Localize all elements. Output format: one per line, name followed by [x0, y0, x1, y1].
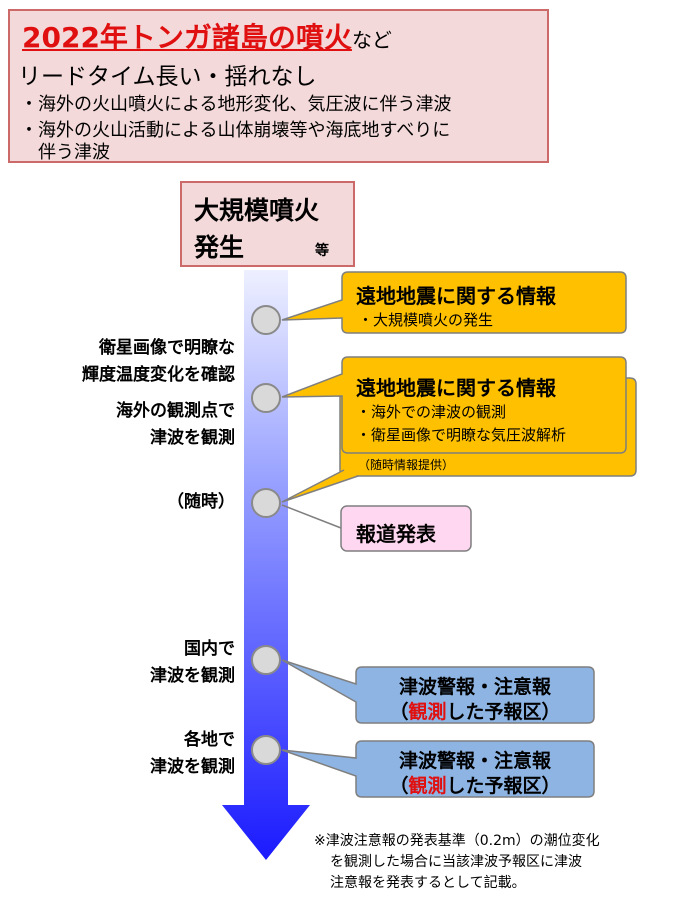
eruption-line1: 大規模噴火 — [194, 196, 320, 225]
tsunami-box1-line1: 津波警報・注意報 — [398, 676, 551, 698]
timeline-arrow — [222, 270, 310, 860]
timeline-node-1 — [251, 305, 281, 335]
info-box2-front — [281, 356, 627, 454]
tsunami-box2 — [281, 740, 595, 798]
press-box — [340, 505, 472, 552]
header-bullet-2-line1: ・海外の火山活動による山体崩壊等や海底地すべりに — [20, 120, 451, 141]
timeline-node-3 — [251, 488, 281, 518]
label-satellite-line1: 衛星画像で明瞭な — [99, 338, 235, 358]
info-box2-title: 遠地地震に関する情報 — [356, 376, 556, 400]
label-satellite-line2: 輝度温度変化を確認 — [82, 365, 235, 385]
tsunami-box1-line2: （観測した予報区） — [356, 697, 594, 724]
eruption-suffix: 等 — [315, 243, 329, 259]
tsunami-box1-line2-post: した予報区） — [446, 701, 561, 723]
footnote-line2: を観測した場合に当該津波予報区に津波 — [330, 854, 582, 870]
info-box1 — [281, 271, 627, 334]
label-domestic-line2: 津波を観測 — [150, 666, 235, 686]
tsunami-box2-line1: 津波警報・注意報 — [398, 750, 551, 772]
info-box1-title: 遠地地震に関する情報 — [356, 284, 556, 308]
footnote-line1: ※津波注意報の発表基準（0.2m）の潮位変化 — [314, 833, 600, 849]
label-anytime: （随時） — [167, 492, 235, 512]
tsunami-box2-line2-pre: （ — [389, 775, 409, 797]
tsunami-box2-line2-post: した予報区） — [446, 775, 561, 797]
footnote-line3: 注意報を発表するとして記載。 — [330, 875, 526, 891]
tsunami-box1 — [281, 659, 595, 724]
tsunami-box2-line2-red: 観測 — [408, 775, 447, 797]
eruption-line2: 発生 — [194, 233, 245, 262]
info-box2-item1: ・海外での津波の観測 — [356, 403, 507, 421]
header-title-suffix: など — [351, 28, 392, 52]
label-various-line1: 各地で — [184, 730, 235, 750]
header-subtitle: リードタイム長い・揺れなし — [18, 64, 317, 90]
press-label: 報道発表 — [356, 522, 436, 546]
tsunami-box1-line2-pre: （ — [389, 701, 409, 723]
header-panel — [8, 9, 549, 163]
connector-press — [281, 504, 342, 529]
label-domestic-line1: 国内で — [184, 639, 235, 659]
header-bullet-2-line2: 伴う津波 — [38, 142, 110, 163]
timeline-node-2 — [251, 383, 281, 413]
header-bullet-1: ・海外の火山噴火による地形変化、気圧波に伴う津波 — [20, 94, 452, 115]
info-box2-item2: ・衛星画像で明瞭な気圧波解析 — [356, 426, 567, 444]
info-box2-followup: （随時情報提供） — [358, 458, 455, 472]
header-title-main: 2022年トンガ諸島の噴火 — [22, 21, 352, 54]
header-title: 2022年トンガ諸島の噴火など — [22, 16, 392, 56]
label-various-line2: 津波を観測 — [150, 757, 235, 777]
label-overseas-line1: 海外の観測点で — [116, 401, 235, 421]
info-box2-back-pointer — [281, 469, 359, 503]
tsunami-box1-line2-red: 観測 — [408, 701, 447, 723]
timeline-node-5 — [251, 735, 281, 765]
label-overseas-line2: 津波を観測 — [150, 428, 235, 448]
timeline-node-4 — [251, 645, 281, 675]
eruption-box — [180, 181, 355, 267]
tsunami-box2-line2: （観測した予報区） — [356, 771, 594, 798]
info-box1-item: ・大規模噴火の発生 — [358, 311, 494, 329]
